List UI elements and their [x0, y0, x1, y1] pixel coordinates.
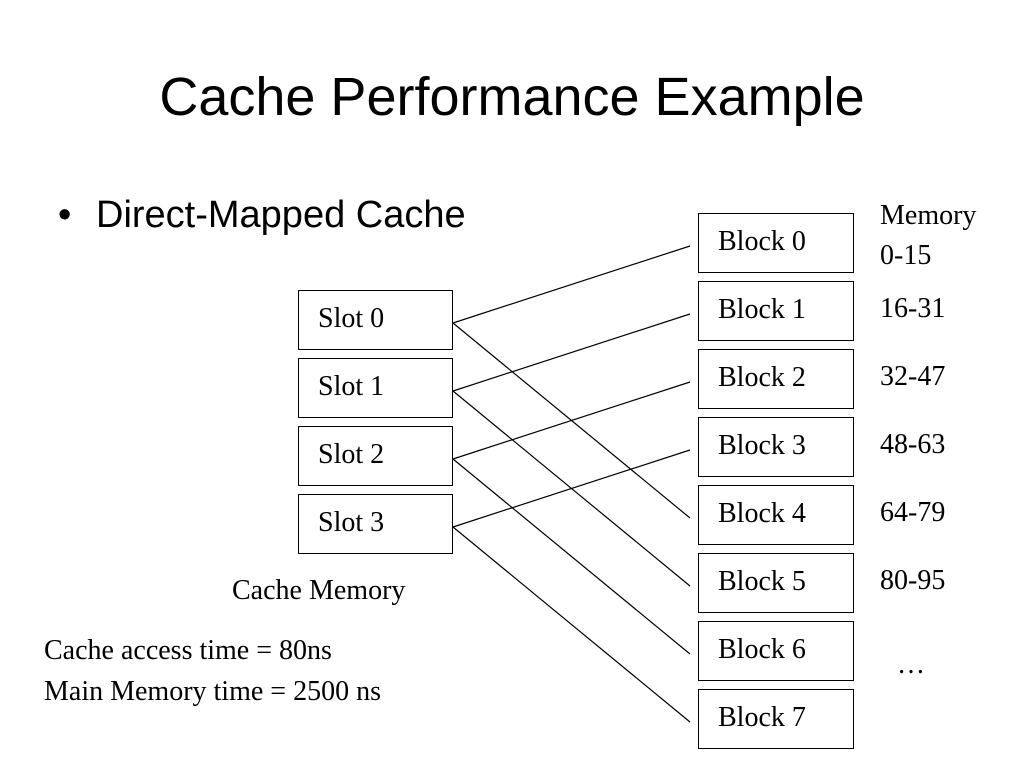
cache-memory-label: Cache Memory — [232, 575, 406, 606]
mapping-line — [452, 245, 691, 324]
address-range-0: 0-15 — [880, 240, 932, 271]
bullet-direct-mapped: • Direct-Mapped Cache — [58, 190, 466, 240]
cache-slot-1: Slot 1 — [298, 358, 453, 418]
memory-block-0: Block 0 — [698, 213, 854, 273]
slide-title: Cache Performance Example — [159, 67, 865, 127]
block-label: Block 7 — [718, 702, 806, 733]
block-label: Block 1 — [718, 294, 806, 325]
mapping-line — [452, 322, 691, 519]
memory-block-6: Block 6 — [698, 621, 854, 681]
memory-header: Memory — [880, 197, 976, 235]
address-range-4: 64-79 — [880, 497, 946, 528]
cache-access-time: Cache access time = 80ns — [44, 635, 332, 666]
memory-block-4: Block 4 — [698, 485, 854, 545]
address-range-3: 48-63 — [880, 429, 946, 460]
cache-slot-3: Slot 3 — [298, 494, 453, 554]
main-memory-time: Main Memory time = 2500 ns — [44, 676, 381, 707]
memory-block-7: Block 7 — [698, 689, 854, 749]
address-ellipsis: … — [897, 649, 925, 680]
block-label: Block 0 — [718, 226, 806, 257]
memory-header-line1: Memory — [880, 200, 977, 231]
mapping-line — [452, 458, 691, 655]
cache-slot-2: Slot 2 — [298, 426, 453, 486]
block-label: Block 6 — [718, 634, 806, 665]
bullet-marker: • — [58, 194, 72, 236]
mapping-line — [452, 390, 691, 587]
memory-block-5: Block 5 — [698, 553, 854, 613]
block-label: Block 5 — [718, 566, 806, 597]
block-label: Block 3 — [718, 430, 806, 461]
memory-block-1: Block 1 — [698, 281, 854, 341]
block-label: Block 2 — [718, 362, 806, 393]
slot-label: Slot 3 — [318, 507, 385, 538]
memory-block-3: Block 3 — [698, 417, 854, 477]
address-range-5: 80-95 — [880, 565, 946, 596]
bullet-text: Direct-Mapped Cache — [96, 194, 466, 236]
address-range-1: 16-31 — [880, 293, 946, 324]
block-label: Block 4 — [718, 498, 806, 529]
cache-slot-0: Slot 0 — [298, 290, 453, 350]
mapping-line — [452, 313, 691, 392]
address-range-2: 32-47 — [880, 361, 946, 392]
slot-label: Slot 0 — [318, 303, 385, 334]
slot-label: Slot 1 — [318, 371, 385, 402]
mapping-line — [452, 526, 691, 723]
slot-label: Slot 2 — [318, 439, 385, 470]
memory-block-2: Block 2 — [698, 349, 854, 409]
